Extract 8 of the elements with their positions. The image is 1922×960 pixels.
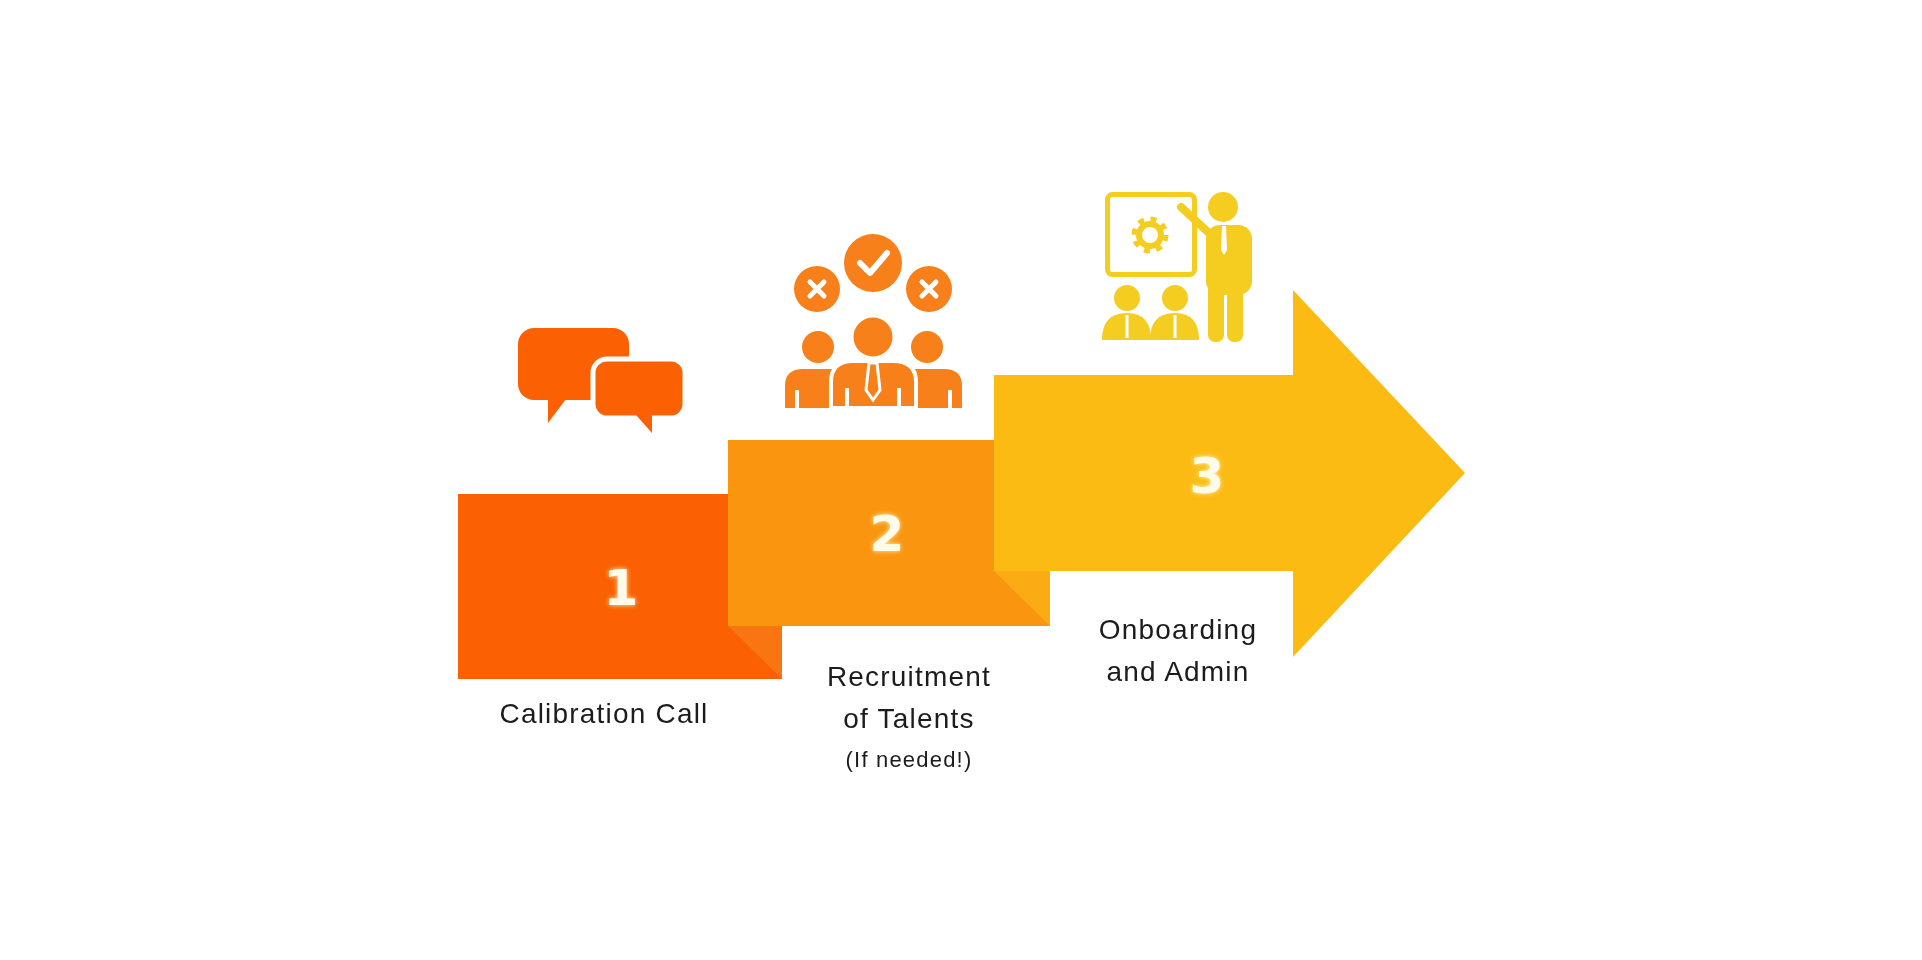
step-number: 1 (603, 563, 639, 613)
step-arrow (994, 290, 1465, 657)
step-caption: Onboarding and Admin (1097, 613, 1259, 689)
step-caption: Recruitment of Talents (825, 660, 993, 736)
step-note: (If needed!) (845, 746, 973, 774)
step-number: 3 (1189, 451, 1225, 501)
step-number: 2 (869, 509, 905, 559)
step-caption: Calibration Call (499, 697, 709, 731)
